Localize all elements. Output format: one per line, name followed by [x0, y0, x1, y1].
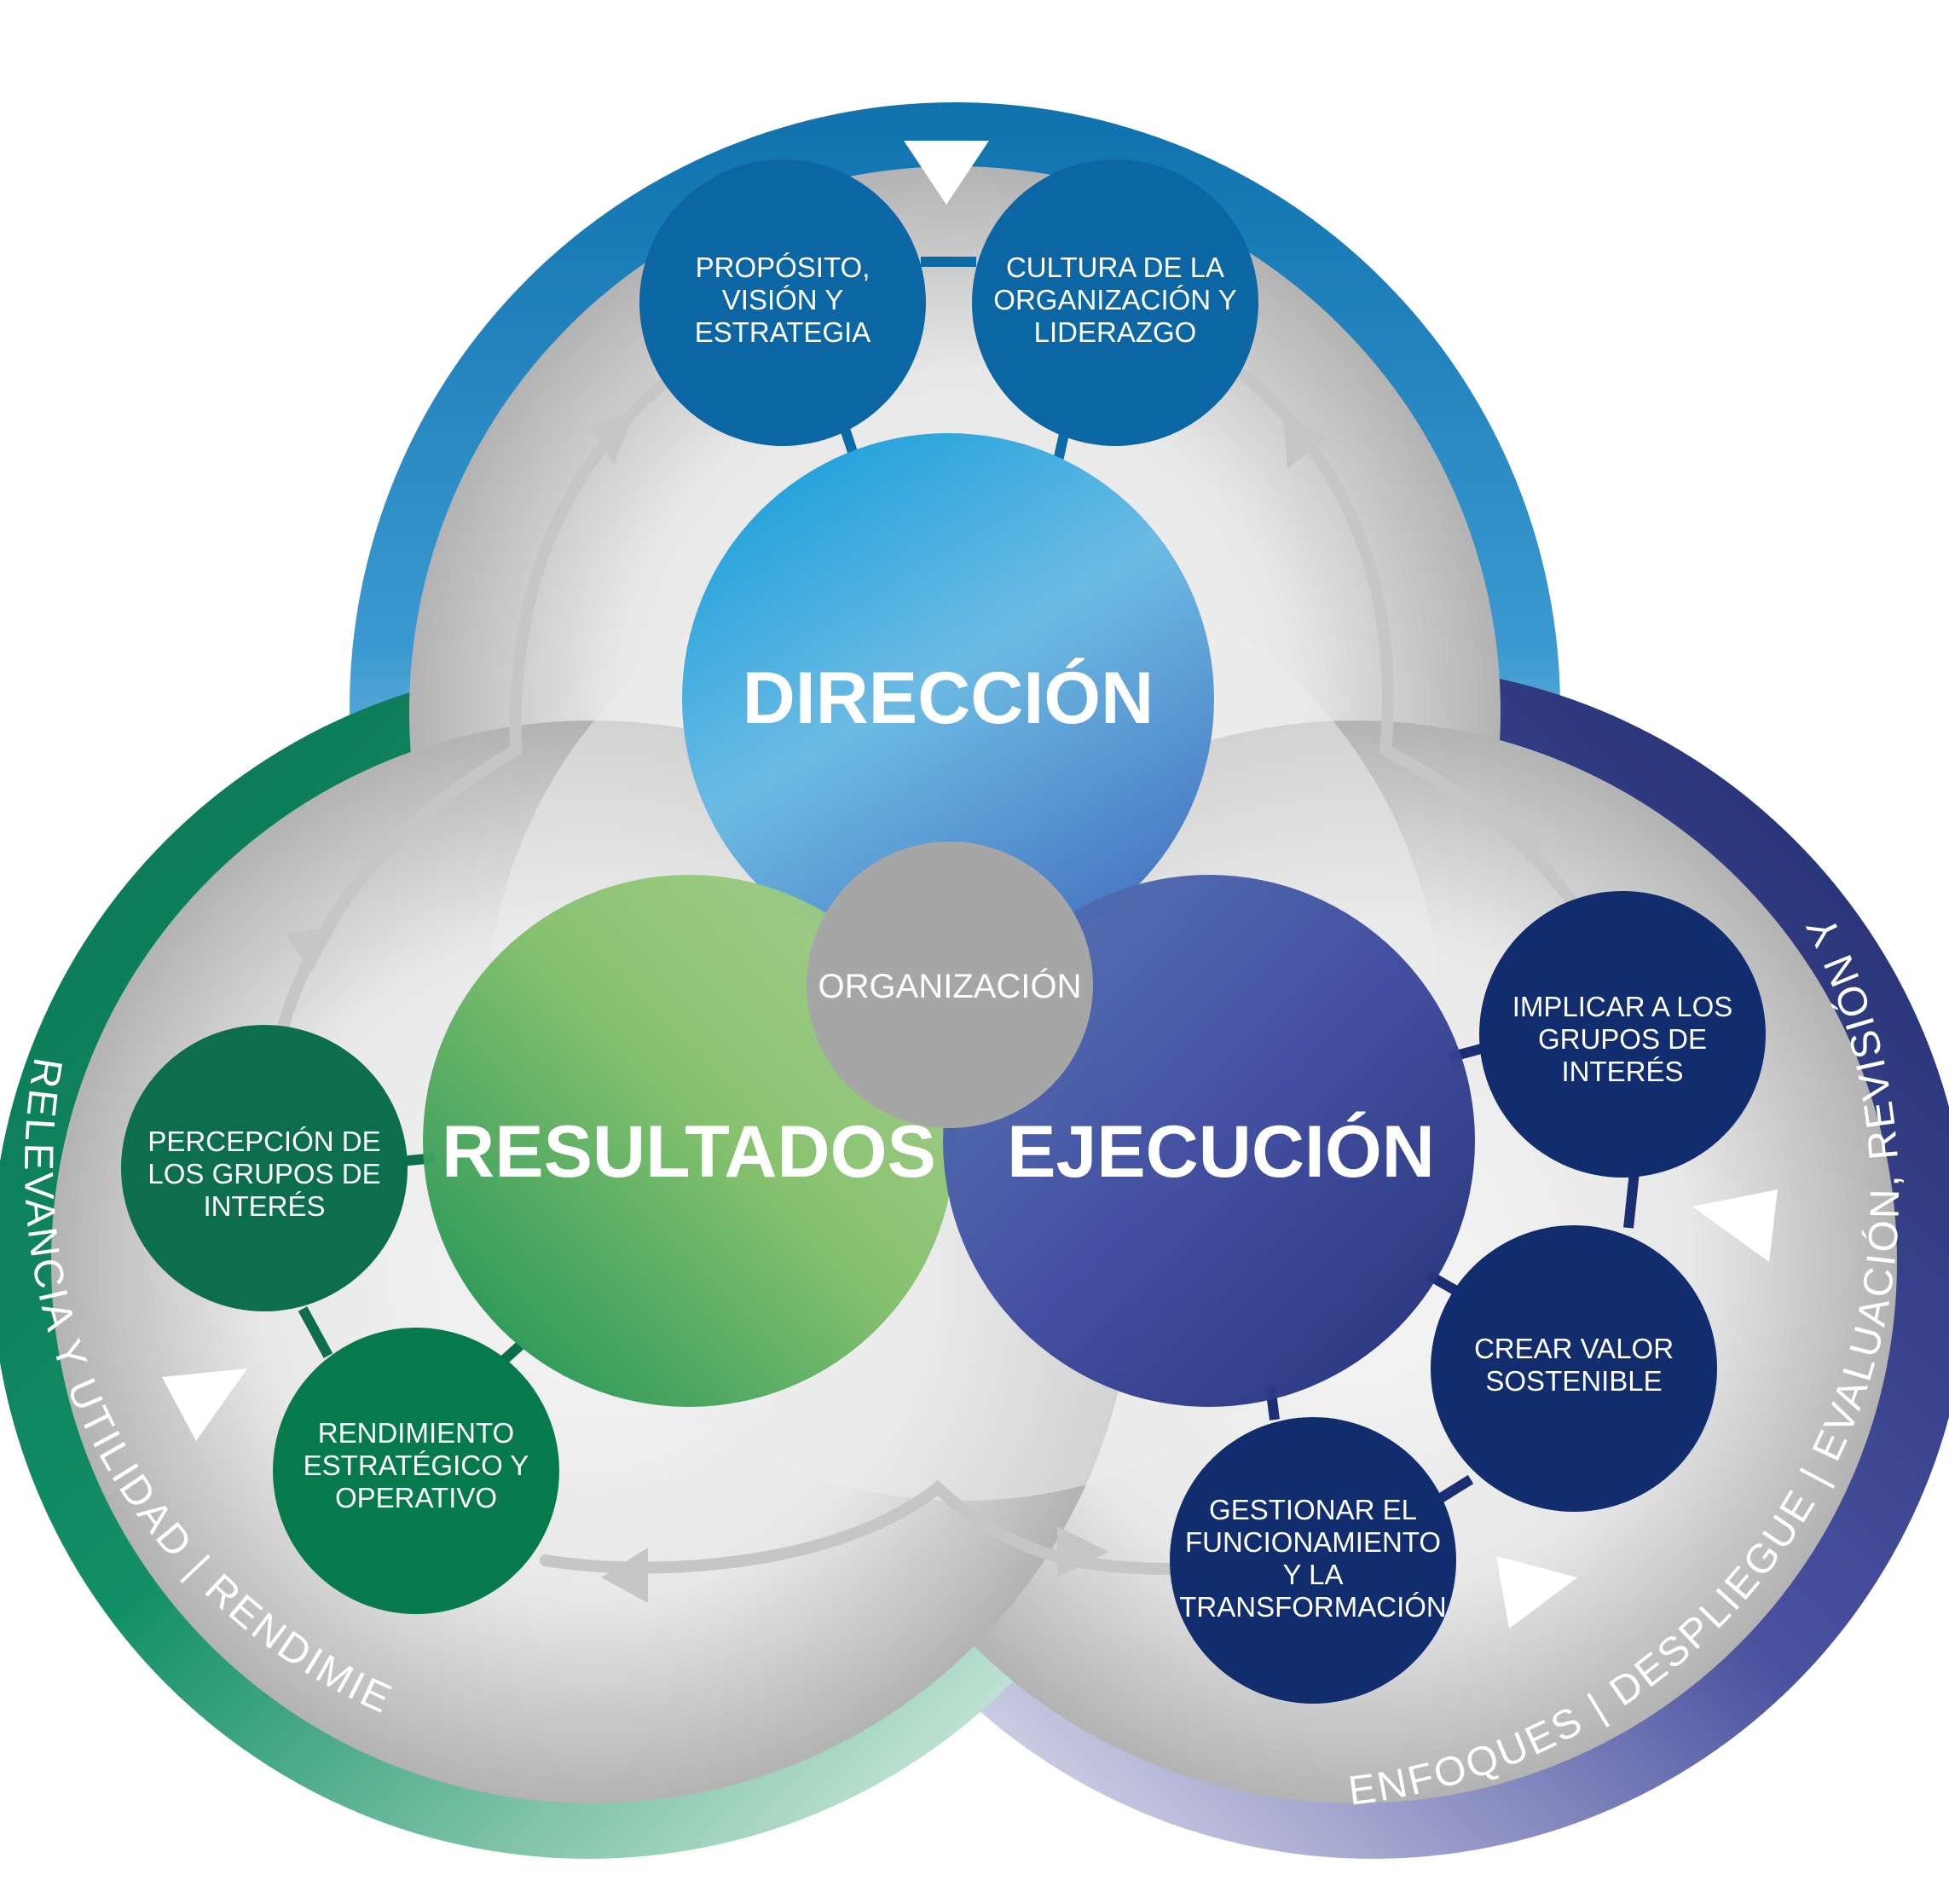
- percepcion-node: [121, 1025, 408, 1311]
- ejecucion-label: EJECUCIÓN: [1007, 1111, 1435, 1193]
- arrowhead-icon: [1283, 418, 1330, 469]
- node-line: RENDIMIENTO: [318, 1417, 514, 1449]
- cultura-text: CULTURA DE LA ORGANIZACIÓN Y LIDERAZGO: [993, 252, 1236, 348]
- crear-valor-node: [1431, 1225, 1717, 1512]
- node-line: FUNCIONAMIENTO: [1185, 1526, 1441, 1558]
- arrow-bottom-path: [540, 1479, 1183, 1575]
- node-line: IMPLICAR A LOS: [1512, 991, 1733, 1022]
- node-line: SOSTENIBLE: [1485, 1365, 1662, 1397]
- cycle-arrowheads: [286, 409, 1556, 1603]
- node-line: Y LA: [1283, 1559, 1344, 1590]
- node-line: GESTIONAR EL: [1209, 1494, 1417, 1525]
- rendimiento-node: [273, 1328, 559, 1614]
- arrowhead-icon: [1057, 1526, 1108, 1577]
- triangle-marker-bottom-right: [1496, 1556, 1577, 1629]
- node-line: INTERÉS: [1561, 1056, 1683, 1087]
- node-line: OPERATIVO: [335, 1482, 497, 1513]
- node-line: VISIÓN Y: [722, 284, 843, 315]
- node-line: PROPÓSITO,: [696, 252, 870, 283]
- triangle-marker-right: [1692, 1189, 1778, 1262]
- white-triangles: [162, 141, 1778, 1629]
- node-line: LOS GRUPOS DE: [147, 1158, 380, 1189]
- direccion-circle: [682, 433, 1214, 965]
- node-line: GRUPOS DE: [1538, 1023, 1707, 1055]
- arrow-left-path: [275, 369, 680, 1038]
- organizacion-label: ORGANIZACIÓN: [818, 967, 1082, 1005]
- resultados-label: RESULTADOS: [442, 1111, 936, 1193]
- node-line: TRANSFORMACIÓN: [1179, 1591, 1447, 1623]
- gestionar-node: [1170, 1417, 1456, 1704]
- node-line: ESTRATEGIA: [695, 316, 871, 348]
- triangle-marker-left: [162, 1369, 247, 1441]
- crear-valor-text: CREAR VALOR SOSTENIBLE: [1474, 1333, 1674, 1397]
- node-line: ESTRATÉGICO Y: [304, 1450, 529, 1481]
- arrowhead-icon: [1509, 819, 1556, 861]
- proposito-node: [639, 159, 926, 446]
- direccion-label: DIRECCIÓN: [743, 657, 1154, 739]
- node-line: CULTURA DE LA: [1006, 252, 1224, 283]
- implicar-node: [1479, 891, 1766, 1178]
- gestionar-text: GESTIONAR EL FUNCIONAMIENTO Y LA TRANSFO…: [1179, 1494, 1447, 1623]
- implicar-text: IMPLICAR A LOS GRUPOS DE INTERÉS: [1512, 991, 1733, 1087]
- node-line: LIDERAZGO: [1034, 316, 1197, 348]
- organizacion-circle: [807, 842, 1093, 1128]
- node-line: ORGANIZACIÓN Y: [993, 284, 1236, 315]
- cultura-node: [972, 159, 1258, 446]
- arrowhead-icon: [601, 1548, 648, 1603]
- arrowhead-icon: [588, 409, 635, 465]
- triangle-marker-top: [904, 141, 989, 205]
- arrowhead-icon: [286, 925, 337, 972]
- proposito-text: PROPÓSITO, VISIÓN Y ESTRATEGIA: [695, 252, 871, 348]
- node-line: CREAR VALOR: [1474, 1333, 1674, 1364]
- rendimiento-text: RENDIMIENTO ESTRATÉGICO Y OPERATIVO: [304, 1417, 529, 1513]
- node-line: PERCEPCIÓN DE: [147, 1126, 380, 1157]
- percepcion-text: PERCEPCIÓN DE LOS GRUPOS DE INTERÉS: [147, 1126, 380, 1222]
- node-line: INTERÉS: [203, 1190, 325, 1222]
